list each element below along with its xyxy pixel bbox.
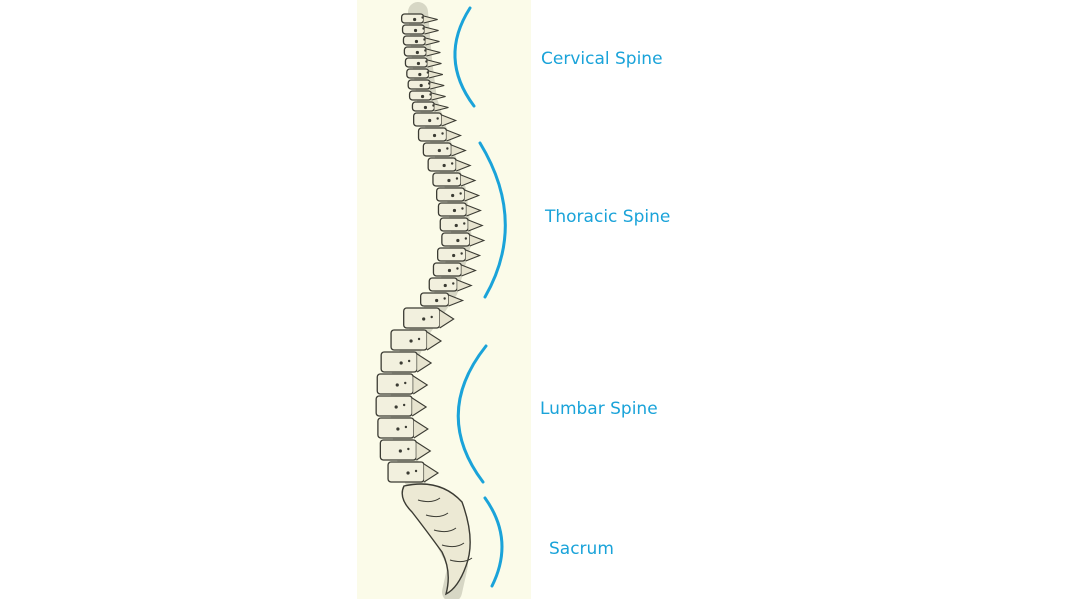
bracket-cervical [455,8,474,106]
vertebra [438,203,480,216]
label-sacrum: Sacrum [549,539,614,559]
vertebra [423,143,465,156]
vertebra [381,352,431,372]
vertebra [407,69,443,78]
vertebra [433,263,475,276]
vertebra [433,173,475,186]
vertebra [410,91,446,100]
vertebra [378,418,428,438]
vertebra [391,330,441,350]
vertebra [414,113,456,126]
vertebra [442,233,484,246]
label-cervical-spine: Cervical Spine [541,49,663,69]
vertebra [404,47,440,56]
vertebra [388,462,438,482]
vertebra [419,128,461,141]
vertebra [429,278,471,291]
vertebra [404,308,454,328]
bracket-sacrum [485,498,502,586]
vertebra [428,158,470,171]
section-brackets [455,8,505,586]
bracket-lumbar [458,346,486,482]
vertebra [376,396,426,416]
vertebra [412,102,448,111]
vertebra [377,374,427,394]
vertebra [408,80,444,89]
vertebra [403,36,439,45]
vertebra [380,440,430,460]
bracket-thoracic [480,143,505,297]
vertebra [402,14,438,23]
label-thoracic-spine: Thoracic Spine [545,207,670,227]
vertebra [405,58,441,67]
vertebra [438,248,480,261]
vertebra [440,218,482,231]
vertebra [403,25,439,34]
label-lumbar-spine: Lumbar Spine [540,399,658,419]
vertebra [437,188,479,201]
